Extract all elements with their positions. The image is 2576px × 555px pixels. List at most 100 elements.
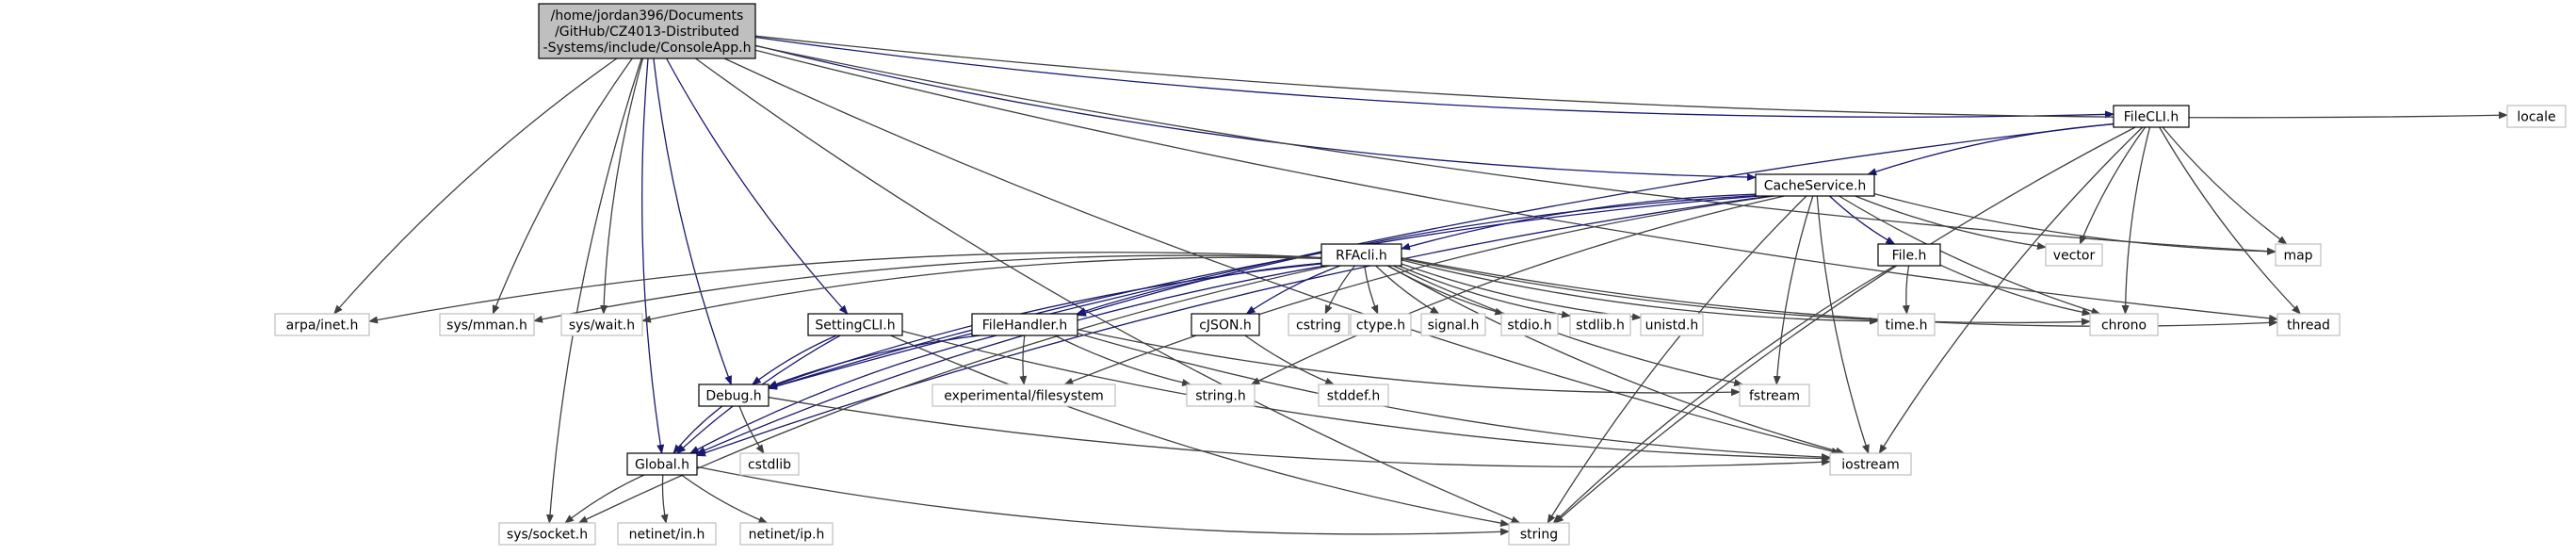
node-syssocket-label: sys/socket.h: [507, 528, 588, 543]
node-unistd-label: unistd.h: [1645, 318, 1699, 334]
node-sysmman-box: [439, 313, 535, 336]
node-cjson-label: cJSON.h: [1199, 318, 1252, 334]
node-netinetin-box: [617, 522, 717, 546]
node-debug[interactable]: Debug.h: [698, 384, 770, 407]
node-vector: vector: [2045, 243, 2103, 267]
node-rfacli-label: RFAcli.h: [1336, 249, 1387, 264]
edge-settingcli-to-iostream: [901, 330, 1831, 463]
node-rfacli[interactable]: RFAcli.h: [1320, 243, 1402, 267]
node-global-label: Global.h: [635, 458, 689, 473]
edge-rfacli-to-fstream: [1393, 265, 1744, 387]
edge-cacheservice-to-expfs: [1063, 195, 1774, 385]
node-expfs-label: experimental/filesystem: [944, 389, 1104, 404]
node-thread-label: thread: [2287, 318, 2330, 334]
edge-rfacli-to-iostream: [1387, 265, 1845, 455]
node-cacheservice[interactable]: CacheService.h: [1755, 173, 1875, 197]
node-stdlib-label: stdlib.h: [1576, 318, 1625, 334]
node-vector-box: [2045, 243, 2103, 267]
node-cstdlib-label: cstdlib: [748, 458, 791, 473]
node-syswait-label: sys/wait.h: [569, 318, 635, 334]
node-debug-box: [698, 384, 770, 407]
node-fileh-label: File.h: [1892, 249, 1927, 264]
edge-cacheservice-to-filehandler: [1077, 194, 1757, 317]
node-expfs-box: [932, 384, 1116, 407]
edge-filecli-to-map: [2162, 126, 2288, 245]
edge-filecli-to-vector: [2079, 126, 2147, 245]
node-map-box: [2275, 243, 2322, 267]
node-arpainet-box: [274, 313, 370, 336]
node-stringh-label: string.h: [1195, 389, 1246, 404]
edge-global-to-string: [696, 465, 1510, 536]
edge-settingcli-to-debug: [752, 335, 837, 385]
node-settingcli-box: [807, 313, 903, 336]
edge-cacheservice-to-vector: [1855, 195, 2047, 251]
edge-root-to-filecli: [754, 36, 2114, 119]
node-cacheservice-box: [1755, 173, 1875, 197]
node-cacheservice-label: CacheService.h: [1764, 179, 1867, 194]
edge-root-to-debug: [653, 57, 732, 385]
node-ctype: ctype.h: [1350, 313, 1412, 336]
edge-filecli-to-iostream: [1878, 126, 2144, 454]
node-syssocket-box: [498, 522, 596, 546]
edge-settingcli-to-string: [890, 335, 1510, 528]
node-stdlib: stdlib.h: [1569, 313, 1631, 336]
edge-rfacli-to-signal: [1375, 265, 1440, 315]
edge-filecli-to-thread: [2159, 126, 2301, 315]
node-locale-box: [2506, 105, 2567, 128]
edge-fileh-to-string: [1552, 265, 1896, 524]
edge-cacheservice-to-global: [696, 195, 1771, 457]
edge-rfacli-to-cjson: [1245, 265, 1341, 315]
node-cstring-box: [1288, 313, 1350, 336]
edge-root-to-sysmman: [492, 57, 633, 315]
edge-cacheservice-to-fileh: [1829, 195, 1896, 245]
node-thread: thread: [2276, 313, 2341, 336]
node-netinetin-label: netinet/in.h: [629, 528, 705, 543]
edge-fileh-to-chrono: [1939, 264, 2092, 317]
node-sysmman-label: sys/mman.h: [446, 318, 527, 334]
edge-cacheservice-to-fstream: [1773, 195, 1814, 385]
node-fileh[interactable]: File.h: [1877, 243, 1941, 267]
node-arpainet: arpa/inet.h: [274, 313, 370, 336]
node-string-label: string: [1520, 528, 1558, 543]
node-sysmman: sys/mman.h: [439, 313, 535, 336]
edge-global-to-netinetin: [660, 474, 669, 524]
node-filehandler[interactable]: FileHandler.h: [971, 313, 1078, 336]
node-root-box: [538, 3, 756, 59]
node-filecli[interactable]: FileCLI.h: [2113, 105, 2190, 128]
node-iostream-box: [1829, 452, 1912, 476]
node-fileh-box: [1877, 243, 1941, 267]
edge-root-to-global: [641, 57, 665, 454]
node-syswait-box: [560, 313, 643, 336]
node-root-label: -Systems/include/ConsoleApp.h: [543, 41, 752, 56]
node-signal: signal.h: [1420, 313, 1486, 336]
node-string-box: [1508, 522, 1570, 546]
node-global[interactable]: Global.h: [626, 452, 698, 476]
edge-cacheservice-to-string: [1547, 195, 1807, 524]
node-netinetip: netinet/ip.h: [739, 522, 834, 546]
node-vector-label: vector: [2053, 249, 2096, 264]
node-ctype-box: [1350, 313, 1412, 336]
node-stddef-box: [1318, 384, 1389, 407]
node-fstream-label: fstream: [1749, 389, 1800, 404]
node-arpainet-label: arpa/inet.h: [286, 318, 359, 334]
node-unistd-box: [1640, 313, 1704, 336]
node-root-label: /home/jordan396/Documents: [551, 8, 744, 24]
edge-root-to-settingcli: [666, 57, 849, 315]
edge-root-to-locale: [754, 35, 2508, 120]
edge-filecli-to-cacheservice: [1867, 123, 2114, 175]
node-map-label: map: [2283, 249, 2312, 264]
node-filehandler-label: FileHandler.h: [982, 318, 1068, 334]
edge-filehandler-to-stringh: [1054, 335, 1192, 386]
node-stddef-label: stddef.h: [1327, 389, 1380, 404]
node-fstream-box: [1739, 384, 1810, 407]
edge-cacheservice-to-map: [1873, 192, 2276, 255]
edge-filecli-to-string: [1554, 126, 2136, 524]
node-cjson[interactable]: cJSON.h: [1191, 313, 1260, 336]
node-iostream-label: iostream: [1841, 458, 1900, 473]
node-locale-label: locale: [2517, 110, 2555, 125]
node-root[interactable]: /home/jordan396/Documents/GitHub/CZ4013-…: [538, 3, 756, 59]
edge-global-to-netinetip: [681, 474, 769, 524]
node-settingcli[interactable]: SettingCLI.h: [807, 313, 903, 336]
node-signal-box: [1420, 313, 1486, 336]
